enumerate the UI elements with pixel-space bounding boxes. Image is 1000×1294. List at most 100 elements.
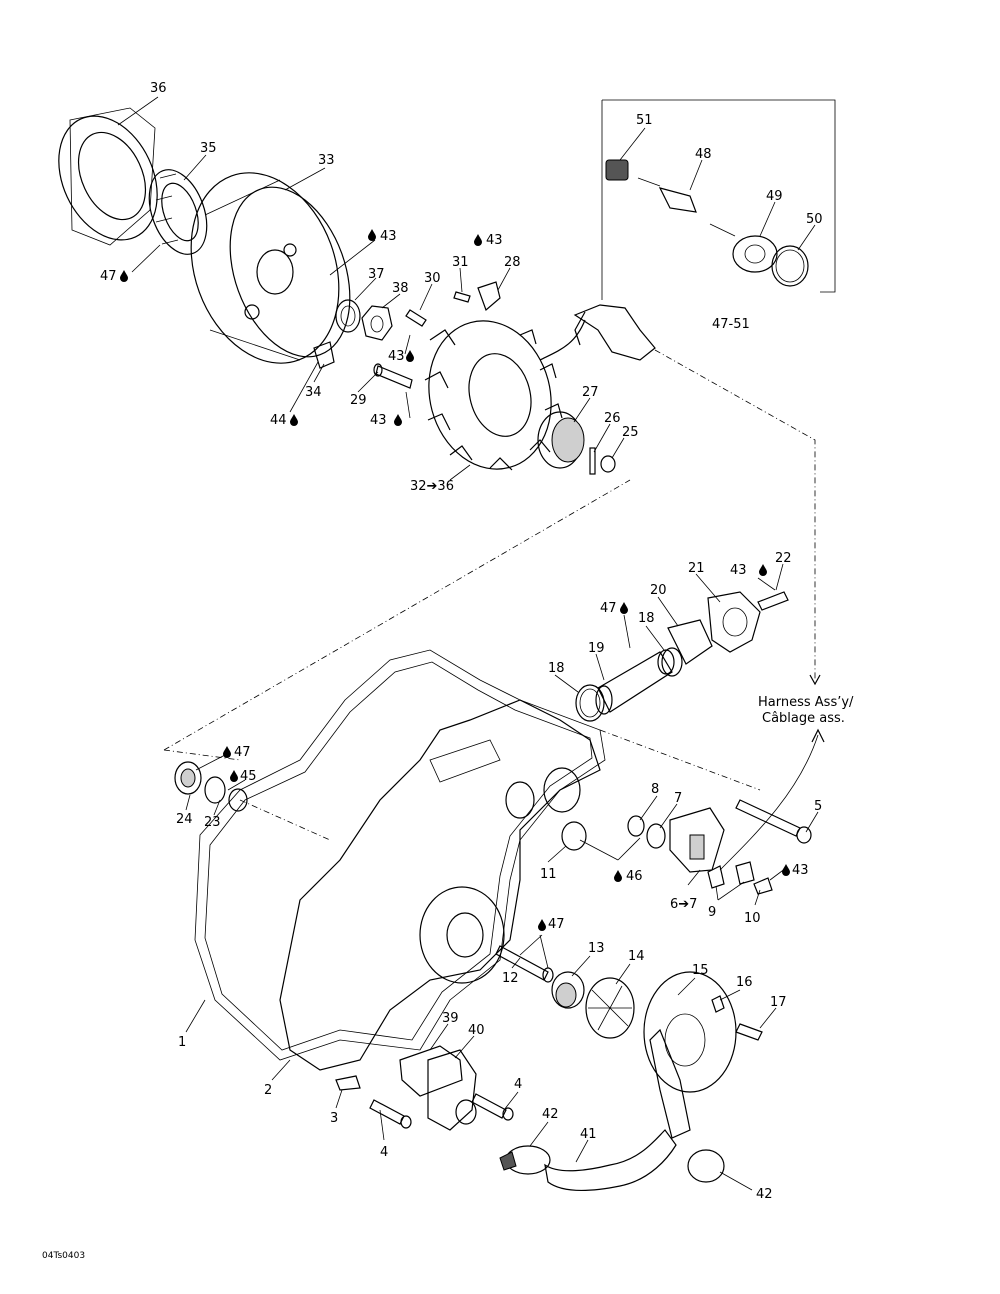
callout-34: 34 [305,385,322,400]
harness-arrow-up [811,728,825,743]
callout-42-a: 42 [542,1107,559,1122]
hose-part-41 [544,1129,677,1191]
callout-26: 26 [604,411,621,426]
stator-assembly [424,319,586,471]
callout-47-c: 47 [234,745,251,760]
callout-43-a: 43 [380,229,397,244]
harness-label-line1: Harness Ass’y/ [758,695,854,710]
callout-23: 23 [204,815,221,830]
callout-36: 36 [150,81,167,96]
screw-part-3 [335,1075,361,1091]
callout-15: 15 [692,963,709,978]
sensor-part-48 [637,177,697,213]
callout-47-a: 47 [100,269,117,284]
screw-part-16 [711,995,725,1013]
harness-leader [719,734,819,871]
callout-6-7: 6➔7 [670,897,697,912]
callout-11: 11 [540,867,557,882]
sensor-detail-box [601,99,836,300]
bolt-part-30 [405,309,427,327]
callout-21: 21 [688,561,705,576]
clip-part-9 [707,861,755,889]
callout-labels: 36 35 33 47 43 37 38 30 31 43 28 43 34 2… [42,81,854,1261]
gasket-part-39 [399,1045,463,1097]
harness-label-line2: Câblage ass. [762,711,845,726]
gasket-part-20 [667,619,713,665]
callout-35: 35 [200,141,217,156]
crankcase-cover-part-2 [279,699,601,1071]
screw-part-31 [453,291,471,303]
screw-part-10 [753,877,773,895]
callout-43-c: 43 [388,349,405,364]
seal-part-51 [605,159,629,181]
callout-47-51: 47-51 [712,317,750,332]
callout-18-b: 18 [548,661,565,676]
bearing-part-23 [204,776,248,812]
housing-part-40 [427,1049,477,1131]
callout-16: 16 [736,975,753,990]
adapter-part-49 [709,223,778,273]
callout-5: 5 [814,799,822,814]
clamp-part-42a [499,1145,551,1175]
callout-9: 9 [708,905,716,920]
callout-42-b: 42 [756,1187,773,1202]
screw-part-4b [471,1093,514,1121]
alignment-line-4 [599,729,761,791]
figure-code: 04Ts0403 [42,1251,85,1261]
pump-housing-part-15 [643,971,737,1139]
harness-arrow-down [809,674,821,686]
callout-29: 29 [350,393,367,408]
rotor-part-27 [537,411,585,469]
callout-8: 8 [651,782,659,797]
callout-41: 41 [580,1127,597,1142]
cup-part-11 [561,821,587,851]
callout-46: 46 [626,869,643,884]
o-ring-part-50 [771,245,809,287]
callout-50: 50 [806,212,823,227]
callout-32-36: 32➔36 [410,479,454,494]
cover-part-21 [707,591,761,653]
impeller-part-14 [585,977,635,1039]
callout-38: 38 [392,281,409,296]
callout-43-f: 43 [792,863,809,878]
cover-ring-part-36 [58,107,158,246]
callout-45: 45 [240,769,257,784]
clamp-part-28 [477,281,501,312]
o-ring-part-7 [646,823,666,849]
callout-22: 22 [775,551,792,566]
callout-7: 7 [674,791,682,806]
callout-47-b: 47 [600,601,617,616]
harness-connector [573,304,656,361]
screw-part-4a [369,1099,412,1129]
callout-51: 51 [636,113,653,128]
callout-12: 12 [502,971,519,986]
clamp-part-42b [687,1149,725,1183]
callout-3: 3 [330,1111,338,1126]
callout-37: 37 [368,267,385,282]
callout-47-d: 47 [548,917,565,932]
callout-30: 30 [424,271,441,286]
callout-18-a: 18 [638,611,655,626]
callout-44: 44 [270,413,287,428]
callout-43-b: 43 [486,233,503,248]
callout-43-e: 43 [730,563,747,578]
callout-49: 49 [766,189,783,204]
bolt-part-29 [373,363,413,389]
washer-part-8 [627,815,645,837]
callout-4-a: 4 [380,1145,388,1160]
callout-48: 48 [695,147,712,162]
callout-39: 39 [442,1011,459,1026]
o-ring-part-18b [661,647,683,677]
callout-20: 20 [650,583,667,598]
nut-part-38 [361,305,393,341]
callout-40: 40 [468,1023,485,1038]
screw-part-34 [313,341,335,369]
alignment-line-3 [239,799,331,841]
seal-part-24 [174,761,202,795]
callout-33: 33 [318,153,335,168]
callout-17: 17 [770,995,787,1010]
callout-43-d: 43 [370,413,387,428]
callout-28: 28 [504,255,521,270]
sensor-part-6 [669,807,725,873]
